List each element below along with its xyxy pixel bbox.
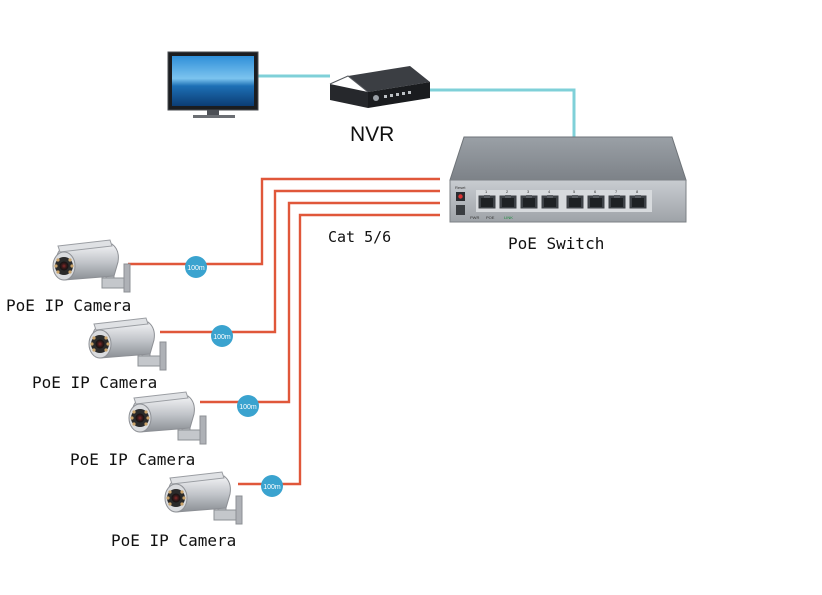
svg-text:100m: 100m [213,334,231,341]
camera-label: PoE IP Camera [32,373,157,392]
port-3 [519,194,539,210]
svg-text:100m: 100m [187,265,205,272]
poe-switch-icon: Reset PWR POE LINK 1 2 3 4 5 6 7 8 [449,136,687,223]
camera-2: PoE IP Camera [32,317,167,392]
camera-label: PoE IP Camera [6,296,131,315]
nvr-label: NVR [350,123,394,146]
svg-text:3: 3 [527,189,530,194]
camera-icon [164,471,243,525]
cable-camera-4 [238,213,440,486]
camera-4: PoE IP Camera [111,471,243,550]
svg-text:100m: 100m [263,484,281,491]
port-1 [477,194,497,210]
monitor-icon [167,51,259,118]
camera-icon [128,391,207,445]
port-4 [540,194,560,210]
camera-label: PoE IP Camera [111,531,236,550]
svg-text:100m: 100m [239,404,257,411]
poe-cables [128,177,440,486]
switch-label: PoE Switch [508,234,604,253]
port-7 [607,194,627,210]
camera-icon [88,317,167,371]
distance-badge-2: 100m [211,325,233,347]
nvr-icon [329,66,430,108]
port-8 [628,194,648,210]
svg-text:6: 6 [594,189,597,194]
svg-text:5: 5 [573,189,576,194]
port-2 [498,194,518,210]
power-jack [456,205,465,215]
svg-text:2: 2 [506,189,509,194]
camera-3: PoE IP Camera [70,391,207,469]
svg-text:1: 1 [485,189,488,194]
port-numbers: 1 2 3 4 5 6 7 8 [485,189,639,194]
svg-text:7: 7 [615,189,618,194]
reset-button [456,192,465,201]
port-group-left [476,190,564,212]
svg-text:8: 8 [636,189,639,194]
port-5 [565,194,585,210]
link-label: LINK [504,215,513,220]
camera-1: PoE IP Camera [6,239,131,315]
pwr-label: PWR [470,215,479,220]
camera-label: PoE IP Camera [70,450,195,469]
cable-label: Cat 5/6 [328,228,391,246]
reset-label: Reset [455,185,466,190]
poe-label: POE [486,215,495,220]
distance-badge-1: 100m [185,256,207,278]
distance-badge-4: 100m [261,475,283,497]
camera-icon [52,239,131,293]
port-group-right [564,190,652,212]
link-nvr-switch [428,88,576,137]
svg-text:4: 4 [548,189,551,194]
port-6 [586,194,606,210]
distance-badge-3: 100m [237,395,259,417]
cable-camera-3 [200,201,440,404]
